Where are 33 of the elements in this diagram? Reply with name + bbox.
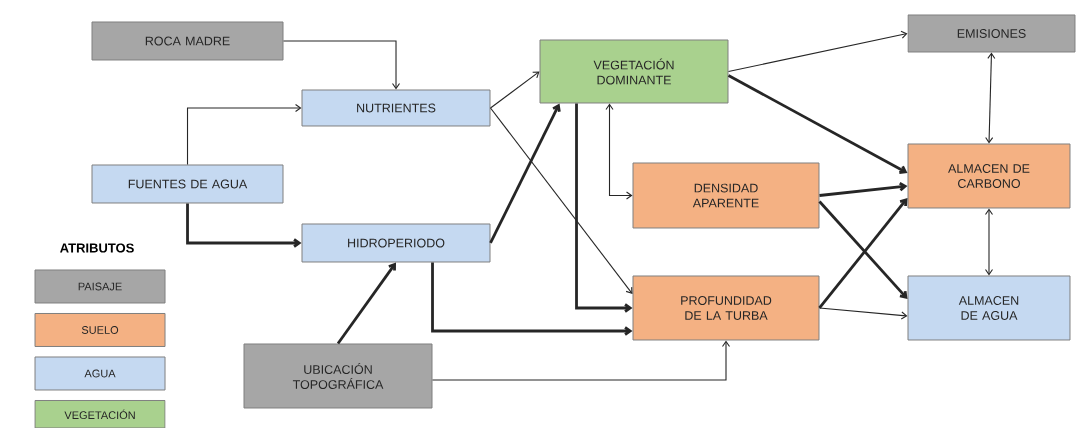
arrow <box>489 107 633 294</box>
process-box: HIDROPERIODO <box>301 223 491 263</box>
arrow <box>431 340 731 381</box>
process-box: ROCA MADRE <box>91 21 284 61</box>
legend-label: SUELO <box>81 326 119 334</box>
process-box: NUTRIENTES <box>301 89 491 127</box>
process-box: PROFUNDIDAD DE LA TURBA <box>632 275 820 341</box>
arrow <box>727 30 908 73</box>
arrow <box>819 182 908 197</box>
legend-label: AGUA <box>84 369 116 378</box>
legend-label: VEGETACIÓN <box>64 409 135 420</box>
arrow <box>727 74 908 174</box>
process-box: ALMACEN DE AGUA <box>907 275 1071 341</box>
process-box: UBICACIÓN TOPOGRÁFICA <box>243 343 433 409</box>
arrow <box>336 262 396 345</box>
arrow <box>605 103 633 200</box>
arrow <box>489 103 561 244</box>
arrow <box>575 103 633 313</box>
process-box: ALMACEN DE CARBONO <box>907 143 1071 209</box>
legend-heading: ATRIBUTOS <box>60 243 134 253</box>
process-box: VEGETACIÓN DOMINANTE <box>539 39 729 104</box>
arrow <box>985 52 996 144</box>
arrow <box>186 103 302 166</box>
arrow <box>431 262 633 336</box>
arrow <box>818 307 908 320</box>
arrow <box>489 71 540 109</box>
process-box: FUENTES DE AGUA <box>91 164 284 204</box>
process-box: EMISIONES <box>907 14 1076 53</box>
arrow <box>282 40 401 90</box>
arrow <box>186 203 302 248</box>
legend-label: PAISAJE <box>78 282 122 291</box>
process-box: DENSIDAD APARENTE <box>632 162 820 229</box>
arrow <box>984 208 994 276</box>
